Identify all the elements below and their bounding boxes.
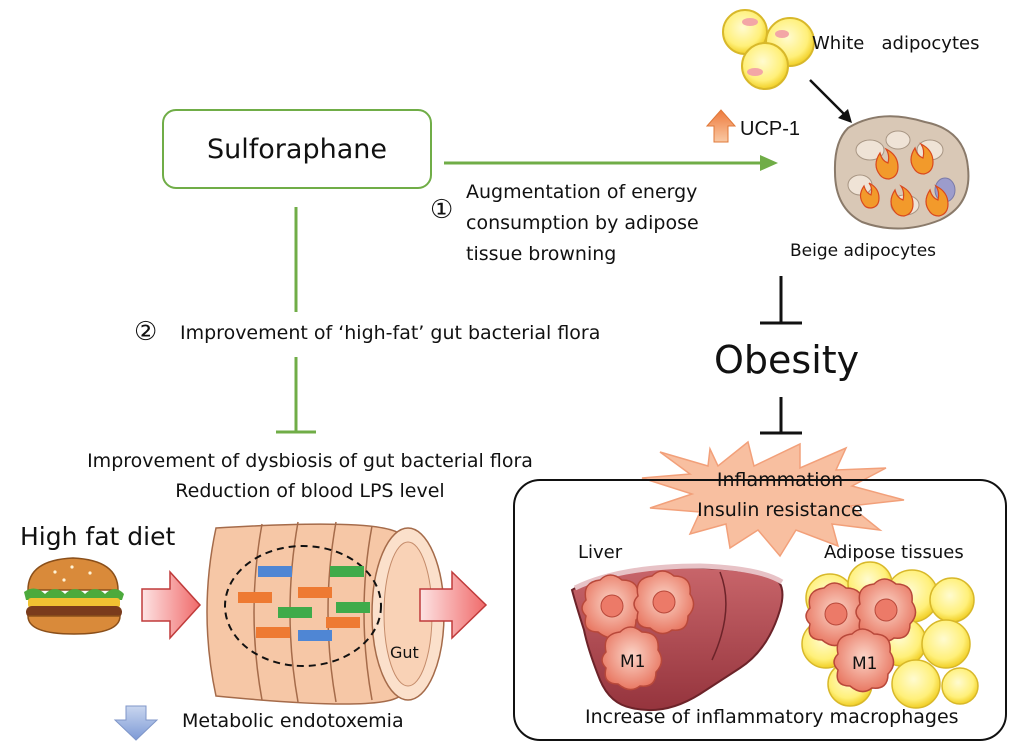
beige-adipocytes-label: Beige adipocytes [790,241,937,261]
ucp-label: UCP-1 [740,118,801,140]
dysbiosis-label: Improvement of dysbiosis of gut bacteria… [87,450,533,472]
metabolic-endotoxemia-label: Metabolic endotoxemia [182,710,404,732]
gut-label: Gut [390,643,419,662]
liver-label: Liver [578,542,623,563]
adipose-tissues-label: Adipose tissues [824,542,964,563]
diet-to-gut-arrow [141,570,202,640]
gut-to-panel-arrow [419,570,488,640]
white-to-beige-arrow [809,79,852,123]
high-fat-diet-label: High fat diet [20,522,176,551]
inflammation-burst [641,440,905,558]
obesity-inhibits-inflammation [760,397,802,435]
adipose-m1-label: M1 [852,654,878,674]
pathway1-line3: tissue browning [466,243,617,265]
increase-macrophages-label: Increase of inflammatory macrophages [585,706,959,728]
ucp-up-arrow-icon [705,109,737,143]
lps-label: Reduction of blood LPS level [175,480,445,502]
gut-icon [206,521,445,705]
fire-icon [859,142,949,217]
endotoxemia-down-arrow-icon [113,705,159,741]
macrophage-icon [581,570,917,693]
sulforaphane-label: Sulforaphane [207,133,387,165]
burger-icon [24,557,124,635]
insulin-resistance-label: Insulin resistance [697,499,863,521]
white-adipocyte-icon [722,9,815,90]
pathway1-number: ① [430,195,454,225]
inflammation-label: Inflammation [716,469,844,491]
pathway2-text: Improvement of ‘high-fat’ gut bacterial … [180,322,601,344]
pathway1-line1: Augmentation of energy [466,181,698,203]
beige-inhibits-obesity [760,276,802,325]
white-adipocytes-label: White adipocytes [812,33,980,54]
pathway2-number: ② [134,317,158,347]
outcome-panel [513,479,1007,741]
liver-m1-label: M1 [620,652,646,672]
sulforaphane-box: Sulforaphane [162,109,432,189]
pathway1-line2: consumption by adipose [466,212,699,234]
browning-arrow [444,155,778,171]
gut-inhibition-line [276,207,316,434]
obesity-label: Obesity [714,338,860,382]
beige-adipocyte-icon [833,115,970,230]
